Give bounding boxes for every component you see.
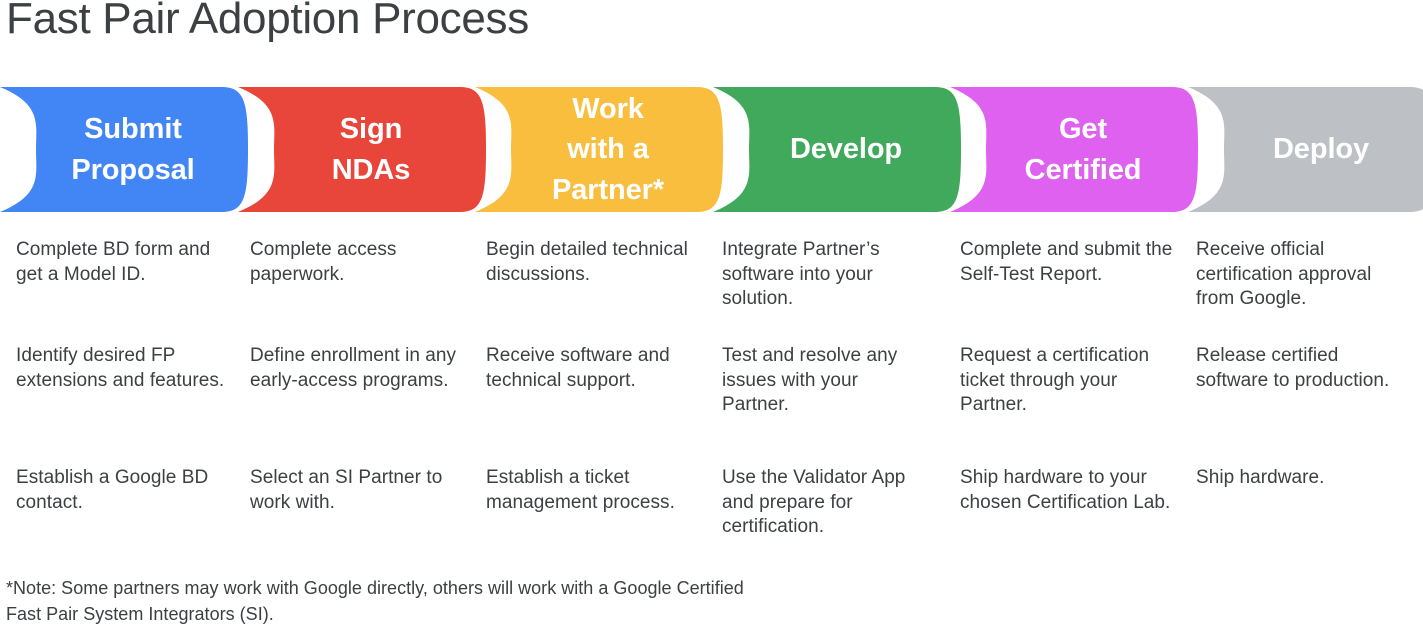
- banner-label-sign-ndas: Sign NDAs: [331, 113, 411, 186]
- footnote-note: *Note: Some partners may work with Googl…: [6, 578, 744, 624]
- process-banner-get-certified[interactable]: Get Certified: [950, 87, 1198, 212]
- bullet-submit-proposal-1: Complete BD form and get a Model ID.: [16, 239, 211, 285]
- banner-chevron-shape: [238, 87, 486, 212]
- bullet-develop-3: Use the Validator App and prepare for ce…: [722, 467, 906, 538]
- process-banner-submit-proposal[interactable]: Submit Proposal: [0, 87, 248, 212]
- bullet-develop-2: Test and resolve any issues with your Pa…: [722, 345, 898, 416]
- process-banner-deploy[interactable]: Deploy: [1188, 87, 1423, 212]
- process-banner-develop[interactable]: Develop: [713, 87, 961, 212]
- bullet-deploy-1: Receive official certification approval …: [1196, 239, 1372, 310]
- bullet-sign-ndas-3: Select an SI Partner to work with.: [250, 467, 443, 513]
- process-columns: Complete BD form and get a Model ID. Iden…: [0, 238, 1423, 558]
- banner-chevron-shape: [0, 87, 248, 212]
- bullet-sign-ndas-2: Define enrollment in any early-access pr…: [250, 345, 457, 391]
- bullet-submit-proposal-2: Identify desired FP extensions and featu…: [16, 345, 225, 391]
- banner-label-deploy: Deploy: [1272, 133, 1370, 166]
- bullet-submit-proposal-3: Establish a Google BD contact.: [16, 467, 209, 513]
- bullet-work-with-a-partner-1: Begin detailed technical discussions.: [486, 239, 688, 285]
- banner-chevron-shape: [1188, 87, 1423, 212]
- bullet-work-with-a-partner-3: Establish a ticket management process.: [486, 467, 675, 513]
- banner-label-work-with-a-partner: Work with a Partner*: [551, 93, 665, 206]
- banner-label-submit-proposal: Submit Proposal: [71, 113, 195, 186]
- bullet-deploy-3: Ship hardware.: [1196, 467, 1325, 488]
- process-banner-sign-ndas[interactable]: Sign NDAs: [238, 87, 486, 212]
- banner-chevron-shape: [950, 87, 1198, 212]
- bullet-develop-1: Integrate Partner’s software into your s…: [722, 239, 880, 310]
- bullet-work-with-a-partner-2: Receive software and technical support.: [486, 345, 670, 391]
- bullet-get-certified-2: Request a certification ticket through y…: [960, 345, 1150, 416]
- bullet-deploy-2: Release certified software to production…: [1196, 345, 1390, 391]
- process-banner-strip: Submit Proposal Sign NDAs Work with a Part…: [0, 87, 1423, 212]
- banner-chevron-shape: [713, 87, 961, 212]
- page-title: Fast Pair Adoption Process: [6, 0, 529, 43]
- process-banner-work-with-a-partner[interactable]: Work with a Partner*: [475, 87, 723, 212]
- bullet-get-certified-3: Ship hardware to your chosen Certificati…: [960, 467, 1171, 513]
- banner-chevron-shape: [475, 87, 723, 212]
- bullet-sign-ndas-1: Complete access paperwork.: [250, 239, 397, 285]
- bullet-get-certified-1: Complete and submit the Self-Test Report…: [960, 239, 1173, 285]
- banner-label-develop: Develop: [789, 133, 903, 166]
- banner-label-get-certified: Get Certified: [1024, 113, 1142, 186]
